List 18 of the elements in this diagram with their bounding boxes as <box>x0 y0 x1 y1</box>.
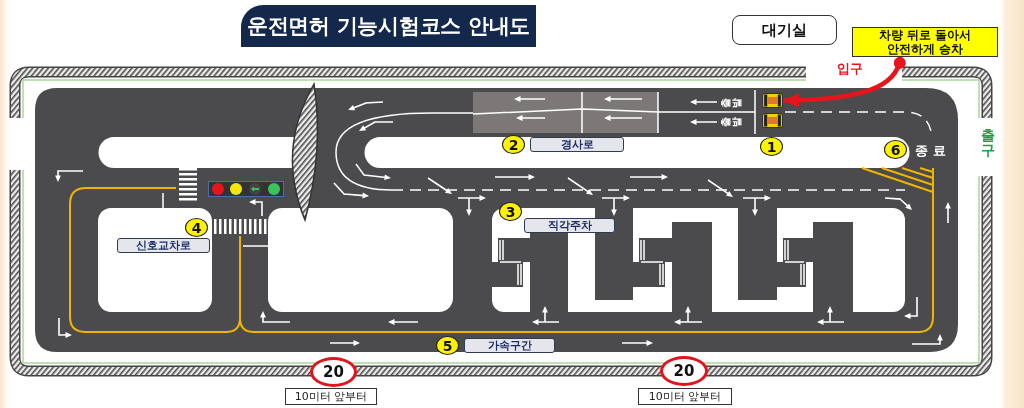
section-name-sign: 신호교차로 <box>117 238 210 253</box>
distance-sign: 10미터 앞부터 <box>638 388 732 405</box>
section-name-sign: 가속구간 <box>464 338 555 353</box>
section-name-sign: 직각주차 <box>524 218 615 233</box>
car-icon <box>762 93 783 108</box>
station-label: 종 료 <box>915 144 946 157</box>
road-marking-text: 출발 <box>720 98 742 108</box>
speed-limit-sign: 20 <box>660 356 708 386</box>
distance-sign: 10미터 앞부터 <box>285 388 377 405</box>
waiting-room-sign: 대기실 <box>732 15 837 45</box>
exit-label: 출구 <box>981 128 995 159</box>
road-marking-text: 출발 <box>720 117 742 127</box>
speed-limit-sign: 20 <box>310 357 357 387</box>
boarding-instruction-note: 차량 뒤로 돌아서 안전하게 승차 <box>852 27 998 57</box>
arrow <box>782 56 906 108</box>
section-name-sign: 경사로 <box>530 137 624 152</box>
title: 운전면허 기능시험코스 안내도 <box>241 5 536 47</box>
edge-label: 입구 <box>836 62 864 77</box>
